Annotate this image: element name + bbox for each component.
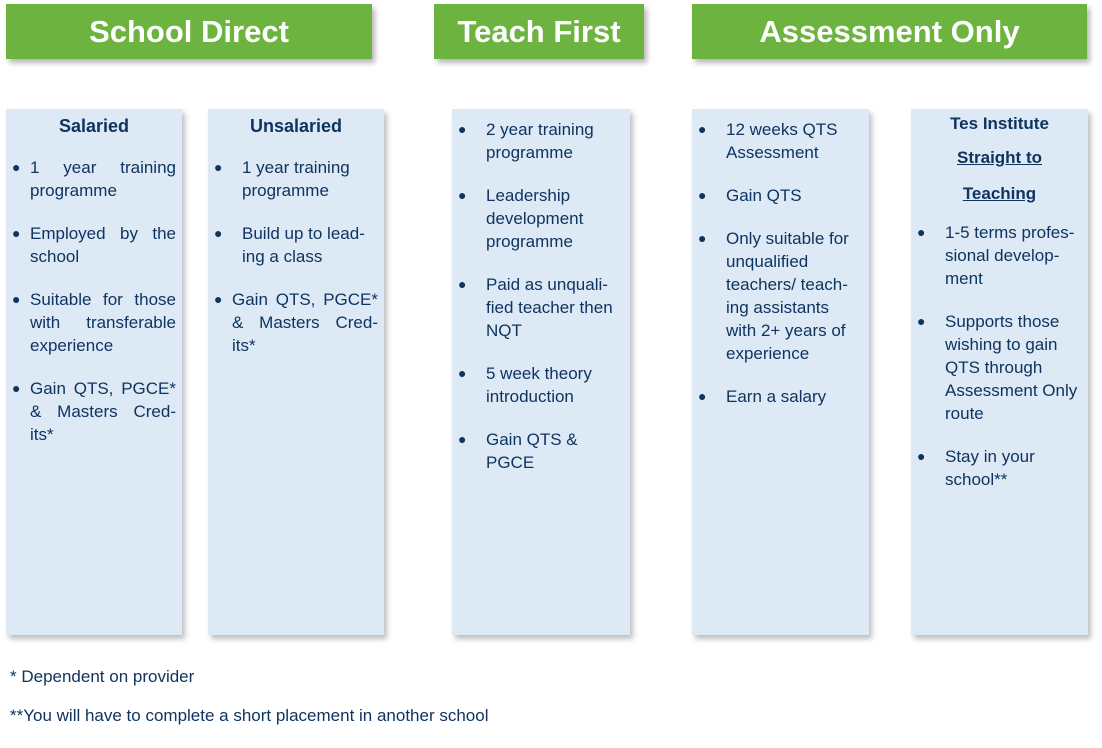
salaried-box: Salaried ●1 year training programme ●Emp…: [6, 109, 182, 635]
salaried-list: ●1 year training programme ●Employed by …: [12, 156, 176, 446]
bullet-icon: ●: [12, 159, 21, 175]
list-item: ●1-5 terms profes-sional develop-ment: [917, 223, 1075, 288]
list-item: ●1 year training programme: [12, 158, 176, 200]
tes-institute-box: Tes Institute Straight to Teaching ●1-5 …: [911, 109, 1088, 635]
bullet-icon: ●: [12, 380, 21, 396]
bullet-icon: ●: [458, 276, 467, 292]
list-item: ●1 year training programme: [214, 158, 350, 200]
straight-to-teaching-link-line2[interactable]: Teaching: [962, 184, 1037, 203]
bullet-icon: ●: [458, 121, 467, 137]
bullet-icon: ●: [917, 313, 926, 329]
list-item: ●Employed by the school: [12, 224, 176, 266]
bullet-icon: ●: [214, 225, 223, 241]
bullet-icon: ●: [12, 291, 21, 307]
assessment-only-box: ●12 weeks QTS Assessment ●Gain QTS ●Only…: [692, 109, 869, 635]
bullet-icon: ●: [214, 159, 223, 175]
tes-institute-title: Tes Institute: [950, 114, 1049, 133]
bullet-icon: ●: [458, 365, 467, 381]
footnote-provider: * Dependent on provider: [10, 667, 195, 686]
list-item: ●Gain QTS: [698, 186, 802, 205]
list-item: ●Leadership development programme: [458, 186, 584, 251]
bullet-icon: ●: [698, 230, 707, 246]
bullet-icon: ●: [458, 431, 467, 447]
list-item: ●Gain QTS, PGCE* & Masters Cred-its*: [214, 290, 378, 355]
list-item: ●Supports those wishing to gain QTS thro…: [917, 312, 1078, 423]
header-teach-first: Teach First: [434, 4, 644, 59]
straight-to-teaching-link[interactable]: Straight to: [957, 148, 1042, 167]
list-item: ●Suitable for those with transferable ex…: [12, 290, 176, 355]
list-item: ●Earn a salary: [698, 387, 827, 406]
bullet-icon: ●: [698, 388, 707, 404]
list-item: ●Build up to lead-ing a class: [214, 224, 365, 266]
bullet-icon: ●: [214, 291, 223, 307]
list-item: ●Gain QTS & PGCE: [458, 430, 578, 472]
bullet-icon: ●: [458, 187, 467, 203]
tes-list: ●1-5 terms profes-sional develop-ment ●S…: [917, 221, 1082, 491]
bullet-icon: ●: [698, 121, 707, 137]
unsalaried-title: Unsalaried: [249, 116, 343, 136]
list-item: ●2 year training programme: [458, 120, 594, 162]
list-item: ●Only suitable for unqualified teachers/…: [698, 229, 849, 363]
assessment-list: ●12 weeks QTS Assessment ●Gain QTS ●Only…: [698, 118, 863, 408]
bullet-icon: ●: [917, 224, 926, 240]
bullet-icon: ●: [698, 187, 707, 203]
unsalaried-list: ●1 year training programme ●Build up to …: [214, 156, 378, 357]
teach-first-list: ●2 year training programme ●Leadership d…: [458, 118, 622, 474]
list-item: ●Stay in your school**: [917, 447, 1035, 489]
list-item: ●12 weeks QTS Assessment: [698, 120, 838, 162]
bullet-icon: ●: [917, 448, 926, 464]
header-school-direct: School Direct: [6, 4, 372, 59]
teach-first-box: ●2 year training programme ●Leadership d…: [452, 109, 630, 635]
header-assessment-only: Assessment Only: [692, 4, 1087, 59]
footnote-placement: **You will have to complete a short plac…: [10, 706, 489, 725]
bullet-icon: ●: [12, 225, 21, 241]
list-item: ●Paid as unquali-fied teacher then NQT: [458, 275, 613, 340]
salaried-title: Salaried: [58, 116, 130, 136]
list-item: ●5 week theory introduction: [458, 364, 592, 406]
list-item: ●Gain QTS, PGCE* & Masters Cred-its*: [12, 379, 176, 444]
unsalaried-box: Unsalaried ●1 year training programme ●B…: [208, 109, 384, 635]
